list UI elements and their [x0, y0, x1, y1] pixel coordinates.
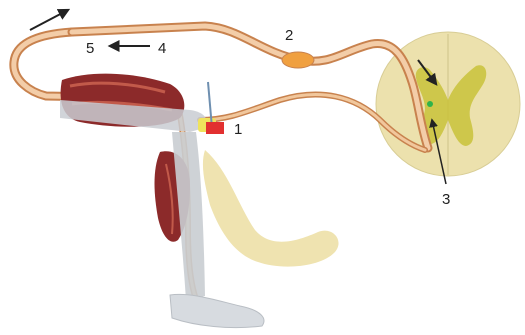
label-2: 2 — [285, 27, 293, 44]
arrow-up-right-icon — [30, 10, 68, 30]
label-5: 5 — [86, 40, 94, 57]
label-1: 1 — [234, 121, 242, 138]
stimulus-marker — [206, 122, 224, 134]
dorsal-root-ganglion — [282, 52, 314, 68]
synapse-marker — [427, 101, 433, 107]
leg-silhouette — [203, 150, 339, 267]
label-4: 4 — [158, 40, 166, 57]
label-3: 3 — [442, 191, 450, 208]
